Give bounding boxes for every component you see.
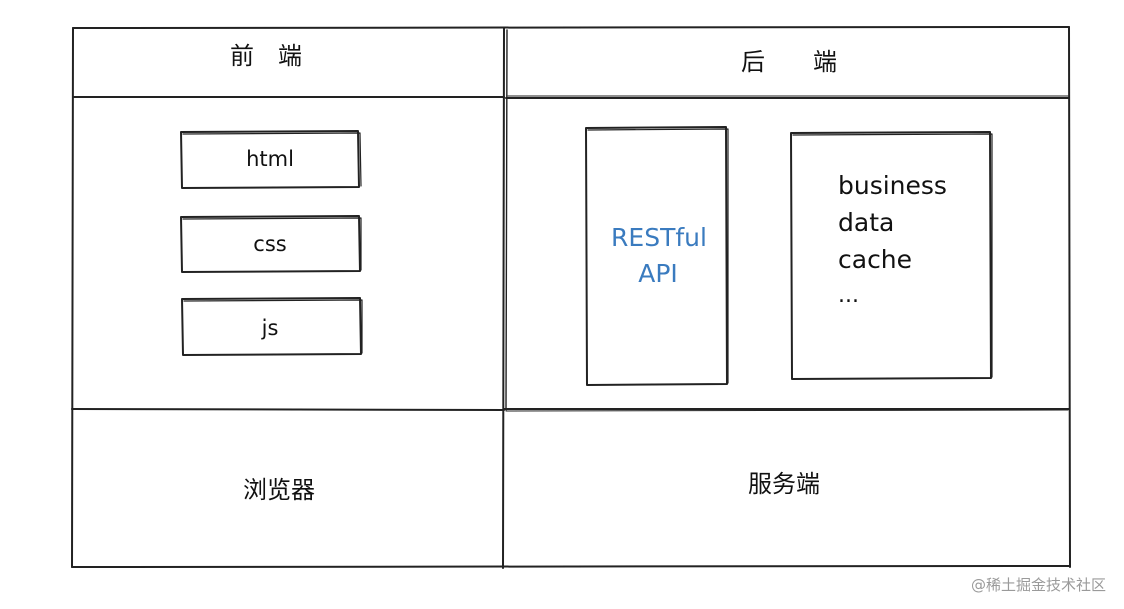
runtime-divider-right-echo [505,409,1069,412]
frontend-header: 前 端 [230,42,302,70]
runtime-divider-left [71,408,505,411]
service-business: business [838,171,947,200]
backend-header: 后 端 [741,48,837,76]
service-data: data [838,208,894,237]
column-divider [502,27,505,569]
browser-label: 浏览器 [243,476,315,504]
services-box [790,131,993,380]
js-label: js [261,316,279,340]
css-label: css [253,232,286,256]
js-box [181,297,363,356]
service-cache: cache [838,245,912,274]
api-label-line1: RESTful [611,223,707,252]
server-label: 服务端 [748,470,820,498]
html-box [180,130,362,189]
html-label: html [246,147,294,171]
restful-api-box [585,126,729,386]
outer-frame-right [1068,26,1071,568]
outer-frame-top [72,26,1070,29]
outer-frame-bottom [71,565,1071,568]
api-label-line2: API [638,259,678,288]
column-divider-echo [505,29,508,411]
css-box [180,215,362,273]
watermark: @稀土掘金技术社区 [970,576,1106,594]
outer-frame-left [71,27,74,568]
service-more: ... [838,283,859,308]
